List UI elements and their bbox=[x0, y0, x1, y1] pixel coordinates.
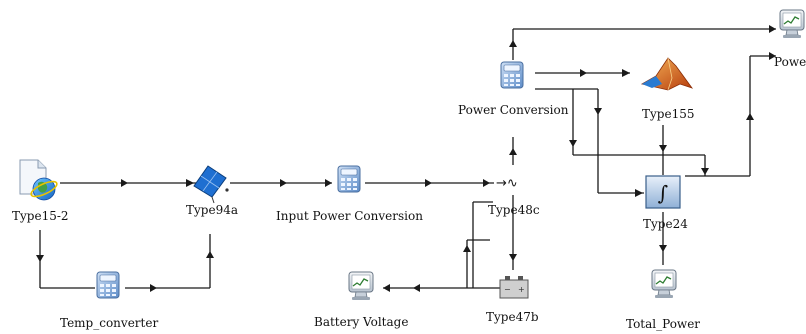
type24-component[interactable]: ∫ Type24 bbox=[643, 175, 688, 231]
svg-text:−: − bbox=[504, 285, 511, 294]
calculator-icon bbox=[96, 271, 120, 299]
type155-label: Type155 bbox=[642, 107, 694, 121]
type155-component[interactable]: Type155 bbox=[640, 57, 694, 121]
power-conversion-component[interactable]: Power Conversion bbox=[458, 61, 569, 117]
type47b-label: Type47b bbox=[486, 310, 539, 324]
weather-data-globe-icon bbox=[19, 159, 58, 201]
battery-voltage-component[interactable]: Battery Voltage bbox=[314, 271, 408, 329]
type48c-component[interactable]: →∿ Type48c bbox=[488, 176, 540, 217]
pv-panel-icon bbox=[193, 165, 229, 204]
integral-symbol: ∫ bbox=[658, 181, 668, 205]
plotter-monitor-icon bbox=[651, 269, 677, 299]
calculator-icon bbox=[337, 165, 361, 193]
input-power-conversion-label: Input Power Conversion bbox=[276, 209, 423, 223]
type94a-label: Type94a bbox=[186, 203, 238, 217]
total-power-label: Total_Power bbox=[626, 317, 700, 331]
battery-voltage-label: Battery Voltage bbox=[314, 315, 408, 329]
temp-converter-component[interactable]: Temp_converter bbox=[60, 271, 158, 330]
integrator-icon: ∫ bbox=[645, 175, 681, 209]
type15-2-component[interactable]: Type15-2 bbox=[12, 159, 69, 223]
type15-2-label: Type15-2 bbox=[12, 209, 69, 223]
type94a-component[interactable]: Type94a bbox=[186, 165, 238, 217]
power-label: Powe bbox=[774, 55, 806, 69]
calculator-icon bbox=[500, 61, 524, 89]
svg-text:+: + bbox=[518, 285, 525, 294]
battery-icon: − + bbox=[499, 276, 529, 299]
inverter-icon: →∿ bbox=[496, 176, 518, 191]
connection-arrowheads bbox=[36, 25, 776, 292]
type47b-component[interactable]: − + Type47b bbox=[486, 276, 539, 324]
matlab-icon bbox=[640, 57, 694, 91]
temp-converter-label: Temp_converter bbox=[60, 316, 158, 330]
plotter-monitor-icon bbox=[348, 271, 374, 301]
total-power-component[interactable]: Total_Power bbox=[626, 269, 700, 331]
power-conversion-label: Power Conversion bbox=[458, 103, 569, 117]
type24-label: Type24 bbox=[643, 217, 688, 231]
power-component[interactable]: Powe bbox=[774, 9, 806, 69]
plotter-monitor-icon bbox=[779, 9, 805, 39]
type48c-label: Type48c bbox=[488, 203, 540, 217]
input-power-conversion-component[interactable]: Input Power Conversion bbox=[276, 165, 423, 223]
